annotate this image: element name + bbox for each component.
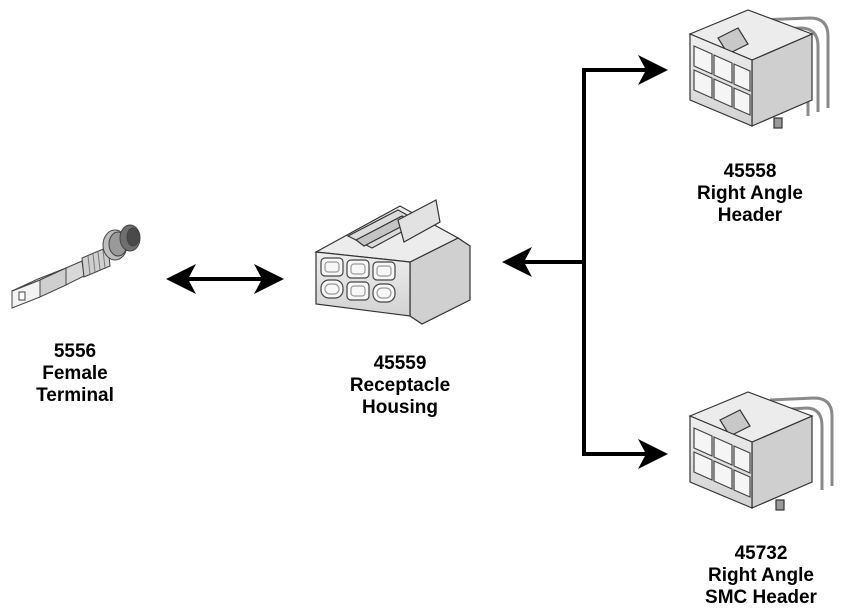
header-name-line1: Right Angle [697,183,803,204]
header-part-number: 45558 [723,161,777,182]
terminal-part-number: 5556 [53,341,97,362]
smc-header-name-line2: SMC Header [705,587,817,608]
receptacle-housing-icon [314,199,471,325]
terminal-name-line1: Female [42,363,108,384]
smc-header-label: 45732 Right Angle SMC Header [680,543,842,609]
terminal-label: 5556 Female Terminal [0,341,150,407]
smc-header-part-number: 45732 [734,543,788,564]
right-angle-header-label: 45558 Right Angle Header [670,161,830,227]
branch-arrows [502,55,668,469]
receptacle-name-line1: Receptacle [349,375,451,396]
smc-header-icon [688,391,834,511]
header-name-line2: Header [717,205,783,226]
mate-double-arrow [166,264,284,294]
receptacle-part-number: 45559 [373,353,427,374]
receptacle-name-line2: Housing [362,397,438,418]
right-angle-header-icon [688,9,830,129]
receptacle-label: 45559 Receptacle Housing [320,353,480,419]
smc-header-name-line1: Right Angle [708,565,814,586]
terminal-name-line2: Terminal [36,385,114,406]
crimp-terminal-icon [11,224,141,309]
